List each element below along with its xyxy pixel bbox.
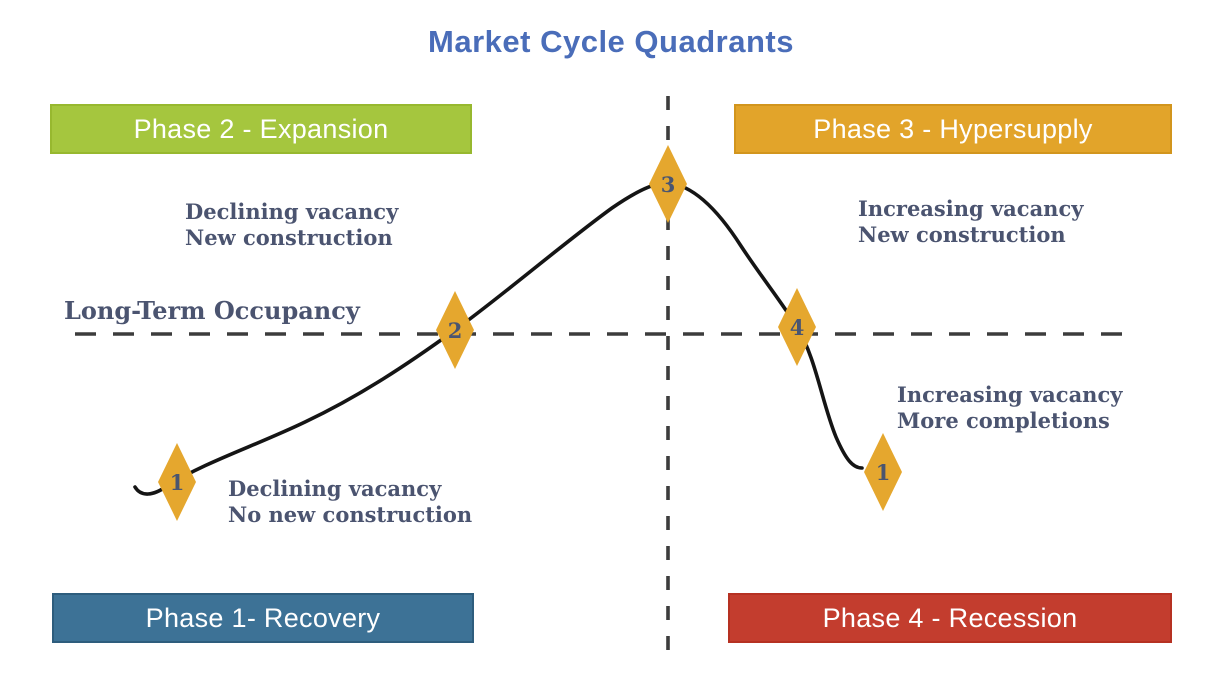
recession-annotation-line2: More completions (897, 407, 1110, 433)
recovery-annotation-line1: Declining vacancy (228, 476, 442, 501)
recession-annotation-line1: Increasing vacancy (897, 382, 1123, 407)
page-title: Market Cycle Quadrants (428, 24, 794, 59)
phase-1-recovery-box: Phase 1- Recovery (52, 593, 474, 643)
phase-4-recession-box: Phase 4 - Recession (728, 593, 1172, 643)
marker-number: 3 (660, 171, 676, 197)
hypersupply-annotation: Increasing vacancy New construction (858, 196, 1083, 247)
recovery-annotation-line2: No new construction (228, 501, 473, 527)
hypersupply-annotation-line2: New construction (858, 221, 1066, 247)
hypersupply-annotation-line1: Increasing vacancy (858, 196, 1084, 221)
long-term-occupancy-label: Long-Term Occupancy (64, 296, 360, 325)
market-cycle-curve (133, 181, 864, 496)
marker-number: 2 (447, 317, 463, 343)
expansion-annotation-line2: New construction (185, 224, 393, 250)
phase-3-hypersupply-label: Phase 3 - Hypersupply (813, 113, 1093, 144)
phase-2-expansion-label: Phase 2 - Expansion (133, 113, 389, 144)
expansion-annotation-line1: Declining vacancy (185, 199, 399, 224)
recovery-annotation: Declining vacancy No new construction (228, 476, 472, 527)
phase-1-recovery-label: Phase 1- Recovery (145, 602, 381, 633)
marker-number: 1 (875, 459, 891, 485)
marker-number: 4 (789, 314, 805, 340)
recession-annotation: Increasing vacancy More completions (897, 382, 1122, 433)
phase-2-expansion-box: Phase 2 - Expansion (50, 104, 472, 154)
phase-3-hypersupply-box: Phase 3 - Hypersupply (734, 104, 1172, 154)
marker-number: 1 (169, 469, 185, 495)
expansion-annotation: Declining vacancy New construction (185, 199, 398, 250)
phase-4-recession-label: Phase 4 - Recession (822, 602, 1078, 633)
